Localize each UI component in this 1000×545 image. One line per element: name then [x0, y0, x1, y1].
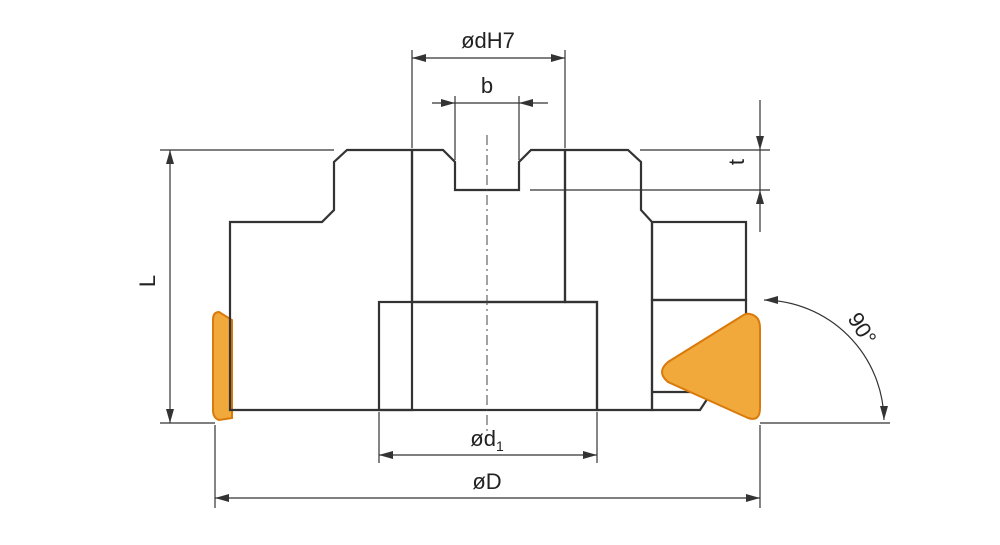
label-dh7: ødH7 — [461, 28, 515, 53]
label-t: t — [724, 159, 749, 165]
label-L: L — [135, 275, 160, 287]
right-insert — [661, 312, 761, 420]
bore-upper — [410, 148, 567, 304]
label-d1: ød1 — [470, 426, 504, 454]
cutter-body-right — [563, 148, 654, 412]
insert-seat-upper — [650, 220, 748, 302]
label-angle: 90° — [843, 308, 882, 349]
label-b: b — [481, 73, 493, 98]
cutter-body — [228, 148, 414, 412]
bore-lower — [377, 300, 599, 412]
left-insert — [212, 310, 233, 422]
label-D: øD — [472, 469, 501, 494]
